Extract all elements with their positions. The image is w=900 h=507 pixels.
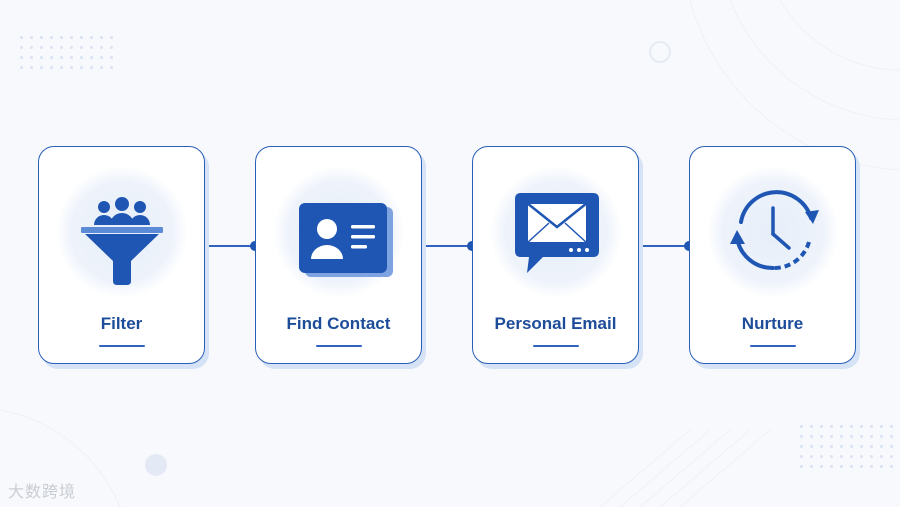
label-underline xyxy=(98,345,145,347)
connector-2-3 xyxy=(422,245,472,247)
step-label: Nurture xyxy=(741,314,804,333)
step-card-find-contact: Find Contact xyxy=(255,146,422,364)
connector-1-2 xyxy=(205,245,255,247)
watermark-logo: 大数跨境 xyxy=(8,482,77,501)
connector-3-4 xyxy=(639,245,689,247)
icon-backdrop xyxy=(56,167,187,297)
icon-backdrop xyxy=(707,167,838,297)
contact-card-icon xyxy=(298,203,393,277)
email-chat-icon xyxy=(514,193,599,273)
funnel-people-icon xyxy=(80,197,163,285)
label-underline xyxy=(749,345,796,347)
step-card-filter: Filter xyxy=(38,146,205,364)
label-underline xyxy=(532,345,579,347)
step-label: Find Contact xyxy=(286,314,391,333)
clock-cycle-icon xyxy=(729,190,819,271)
icon-backdrop xyxy=(490,167,621,297)
step-label: Filter xyxy=(100,314,143,333)
icon-backdrop xyxy=(273,167,404,297)
step-label: Personal Email xyxy=(494,314,617,333)
step-card-personal-email: Personal Email xyxy=(472,146,639,364)
step-card-nurture: Nurture xyxy=(689,146,856,364)
label-underline xyxy=(315,345,362,347)
